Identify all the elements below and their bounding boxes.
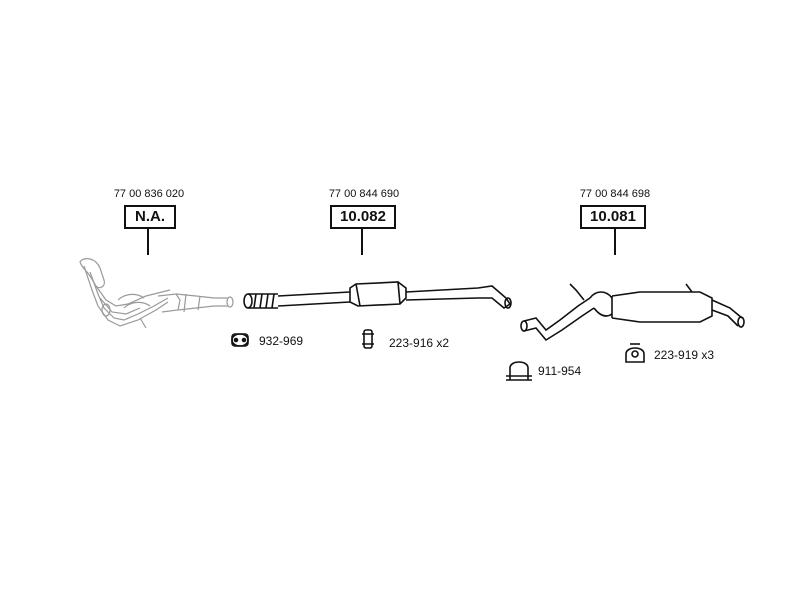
part-number-box-3: 10.081 xyxy=(580,205,646,229)
pipe-clamp-icon xyxy=(231,333,249,347)
accessory-label-2: 223-916 x2 xyxy=(389,336,450,350)
leader-line-1 xyxy=(147,229,149,255)
oem-ref-number-2: 77 00 844 690 xyxy=(328,188,400,200)
rubber-mount-icon xyxy=(362,329,374,349)
leader-line-2 xyxy=(361,229,363,255)
part-number-box-1: N.A. xyxy=(124,205,176,229)
accessory-label-1: 932-969 xyxy=(259,334,304,348)
part-number-box-2: 10.082 xyxy=(330,205,396,229)
middle-silencer-drawing xyxy=(243,281,512,309)
leader-line-3 xyxy=(614,229,616,255)
accessory-label-4: 223-919 x3 xyxy=(654,348,715,362)
catalytic-converter-drawing xyxy=(79,258,234,329)
oem-ref-number-1: 77 00 836 020 xyxy=(113,188,185,200)
oem-ref-number-3: 77 00 844 698 xyxy=(579,188,651,200)
accessory-label-3: 911-954 xyxy=(538,364,582,378)
u-bolt-clamp-icon xyxy=(506,361,532,381)
hanger-ring-icon xyxy=(625,343,645,363)
rear-silencer-drawing xyxy=(520,283,745,342)
